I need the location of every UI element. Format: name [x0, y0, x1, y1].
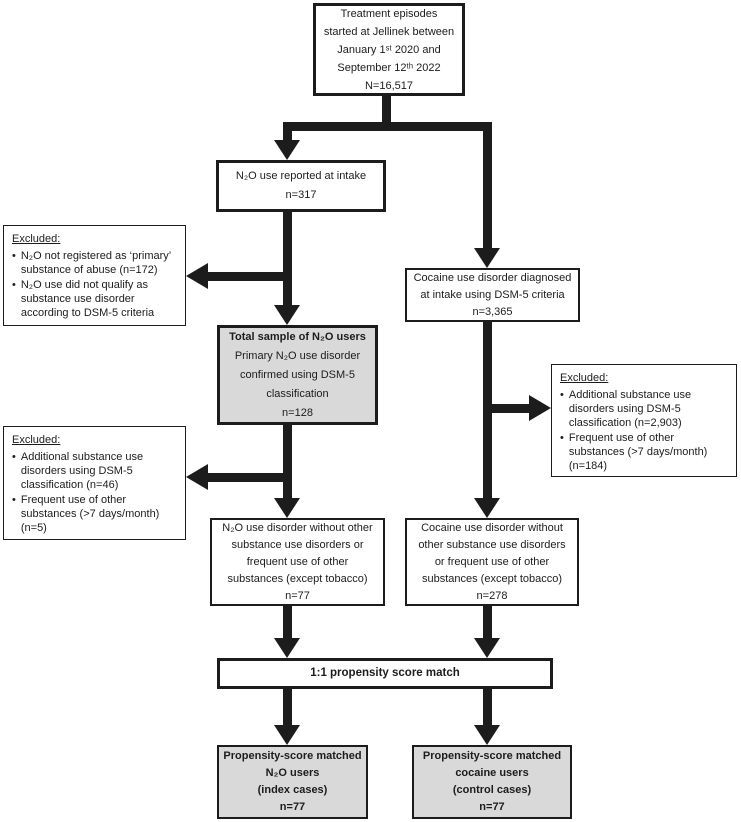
box-cocaine-clean: Cocaine use disorder without other substa… — [405, 518, 579, 606]
arrowhead-down-to-cocaine-clean — [474, 498, 500, 518]
text-line: Treatment episodes — [340, 7, 438, 20]
bullet-glyph: • — [12, 279, 16, 291]
bullet-text: Frequent use of other substances (>7 day… — [568, 432, 708, 472]
arrowhead-down-left-to-match — [274, 638, 300, 658]
arrow-segment-n2o-clean-stem — [283, 606, 292, 640]
arrowhead-left-to-excluded-1 — [186, 263, 208, 289]
bullet-item: • Frequent use of other substances (>7 da… — [560, 431, 728, 473]
text-line: classification — [266, 387, 329, 400]
bullet-item: • N₂O not registered as ‘primary’ substan… — [12, 249, 177, 277]
text-line: cocaine users — [455, 767, 529, 779]
box-excluded-cocaine: Excluded: • Additional substance use diso… — [551, 364, 737, 477]
bullet-text: Additional substance use disorders using… — [20, 451, 144, 491]
box-propensity-match: 1:1 propensity score match — [217, 658, 553, 689]
arrowhead-down-to-matched-cocaine — [474, 725, 500, 745]
box-n2o-clean: N₂O use disorder without other substance … — [210, 518, 385, 606]
text-line: September 12ᵗʰ 2022 — [337, 61, 441, 74]
arrow-segment-right-drop — [483, 122, 492, 250]
arrow-segment-n2o-intake-stem — [283, 212, 292, 307]
box-excluded-n2o-intake: Excluded: • N₂O not registered as ‘primar… — [3, 225, 186, 326]
text-line: n=128 — [282, 406, 313, 419]
bullet-item: • Additional substance use disorders usin… — [560, 388, 728, 430]
text-line: (index cases) — [257, 784, 328, 796]
arrowhead-right-to-excluded-cocaine — [529, 395, 551, 421]
bullet-item: • N₂O use did not qualify as substance us… — [12, 278, 177, 320]
arrow-segment-match-left-stem — [283, 689, 292, 726]
arrow-segment-top-stem — [382, 96, 391, 131]
bullet-text: N₂O not registered as ‘primary’ substanc… — [20, 250, 171, 276]
box-treatment-episodes: Treatment episodes started at Jellinek be… — [313, 3, 465, 96]
bullet-glyph: • — [560, 432, 564, 444]
arrow-segment-total-sample-stem — [283, 425, 292, 500]
box-cocaine-intake: Cocaine use disorder diagnosed at intake … — [405, 268, 580, 322]
text-line: Primary N₂O use disorder — [234, 349, 361, 362]
text-line: Propensity-score matched — [422, 750, 562, 762]
text-line: January 1ˢᵗ 2020 and — [337, 43, 441, 56]
text-line: N₂O use reported at intake — [235, 170, 367, 182]
excluded-title: Excluded: — [12, 233, 61, 245]
arrow-segment-branch-excluded-2 — [202, 473, 292, 482]
arrowhead-down-right-to-match — [474, 638, 500, 658]
text-line: confirmed using DSM-5 — [240, 368, 355, 381]
text-line: N₂O use disorder without other — [222, 521, 373, 534]
bullet-text: Additional substance use disorders using… — [568, 389, 692, 429]
text-line: n=278 — [476, 589, 508, 602]
arrow-segment-branch-excluded-right — [483, 404, 531, 413]
arrowhead-left-to-excluded-2 — [186, 464, 208, 490]
excluded-title: Excluded: — [12, 434, 61, 446]
box-matched-cocaine: Propensity-score matched cocaine users (co… — [412, 745, 572, 819]
arrowhead-down-to-n2o-intake — [274, 140, 300, 160]
bullet-item: • Frequent use of other substances (>7 da… — [12, 493, 177, 535]
bullet-text: N₂O use did not qualify as substance use… — [20, 279, 155, 319]
bullet-glyph: • — [12, 494, 16, 506]
text-line: Cocaine use disorder diagnosed — [413, 271, 572, 284]
box-title: Total sample of N₂O users — [229, 330, 366, 343]
bullet-glyph: • — [560, 389, 564, 401]
text-line: n=77 — [285, 589, 310, 602]
arrowhead-down-to-matched-n2o — [274, 725, 300, 745]
arrow-segment-branch-excluded-1 — [202, 272, 292, 281]
text-line: n=3,365 — [472, 305, 513, 318]
excluded-title: Excluded: — [560, 372, 609, 384]
text-line: substance use disorders or — [231, 538, 364, 551]
bullet-glyph: • — [12, 451, 16, 463]
text-line: n=77 — [479, 801, 505, 813]
bullet-glyph: • — [12, 250, 16, 262]
text-line: n=77 — [279, 801, 306, 813]
text-line: frequent use of other — [246, 555, 349, 568]
arrow-segment-match-right-stem — [483, 689, 492, 726]
box-n2o-intake: N₂O use reported at intake n=317 — [216, 160, 386, 212]
arrow-segment-split-bar — [283, 122, 492, 131]
box-excluded-n2o-disorders: Excluded: • Additional substance use diso… — [3, 426, 186, 540]
arrow-segment-cocaine-clean-stem — [483, 606, 492, 640]
arrow-segment-left-drop — [283, 122, 292, 144]
text-line: Cocaine use disorder without — [421, 521, 563, 534]
text-line: other substance use disorders — [418, 538, 566, 551]
box-total-n2o-sample: Total sample of N₂O users Primary N₂O us… — [217, 325, 378, 425]
arrowhead-down-to-n2o-clean — [274, 498, 300, 518]
arrowhead-down-to-cocaine-intake — [474, 248, 500, 268]
text-line: substances (except tobacco) — [421, 572, 563, 585]
text-line: n=317 — [285, 189, 317, 201]
text-line: (control cases) — [452, 784, 532, 796]
text-line: at intake using DSM-5 criteria — [420, 288, 565, 301]
bullet-text: Frequent use of other substances (>7 day… — [20, 494, 160, 534]
propensity-match-label: 1:1 propensity score match — [310, 667, 460, 679]
text-line: Propensity-score matched — [223, 750, 362, 762]
text-line: or frequent use of other — [434, 555, 550, 568]
text-line: substances (except tobacco) — [227, 572, 368, 585]
text-line: started at Jellinek between — [323, 25, 455, 38]
text-line: N₂O users — [265, 767, 320, 779]
bullet-item: • Additional substance use disorders usin… — [12, 450, 177, 492]
arrowhead-down-to-total-sample — [274, 305, 300, 325]
text-line: N=16,517 — [364, 79, 413, 92]
